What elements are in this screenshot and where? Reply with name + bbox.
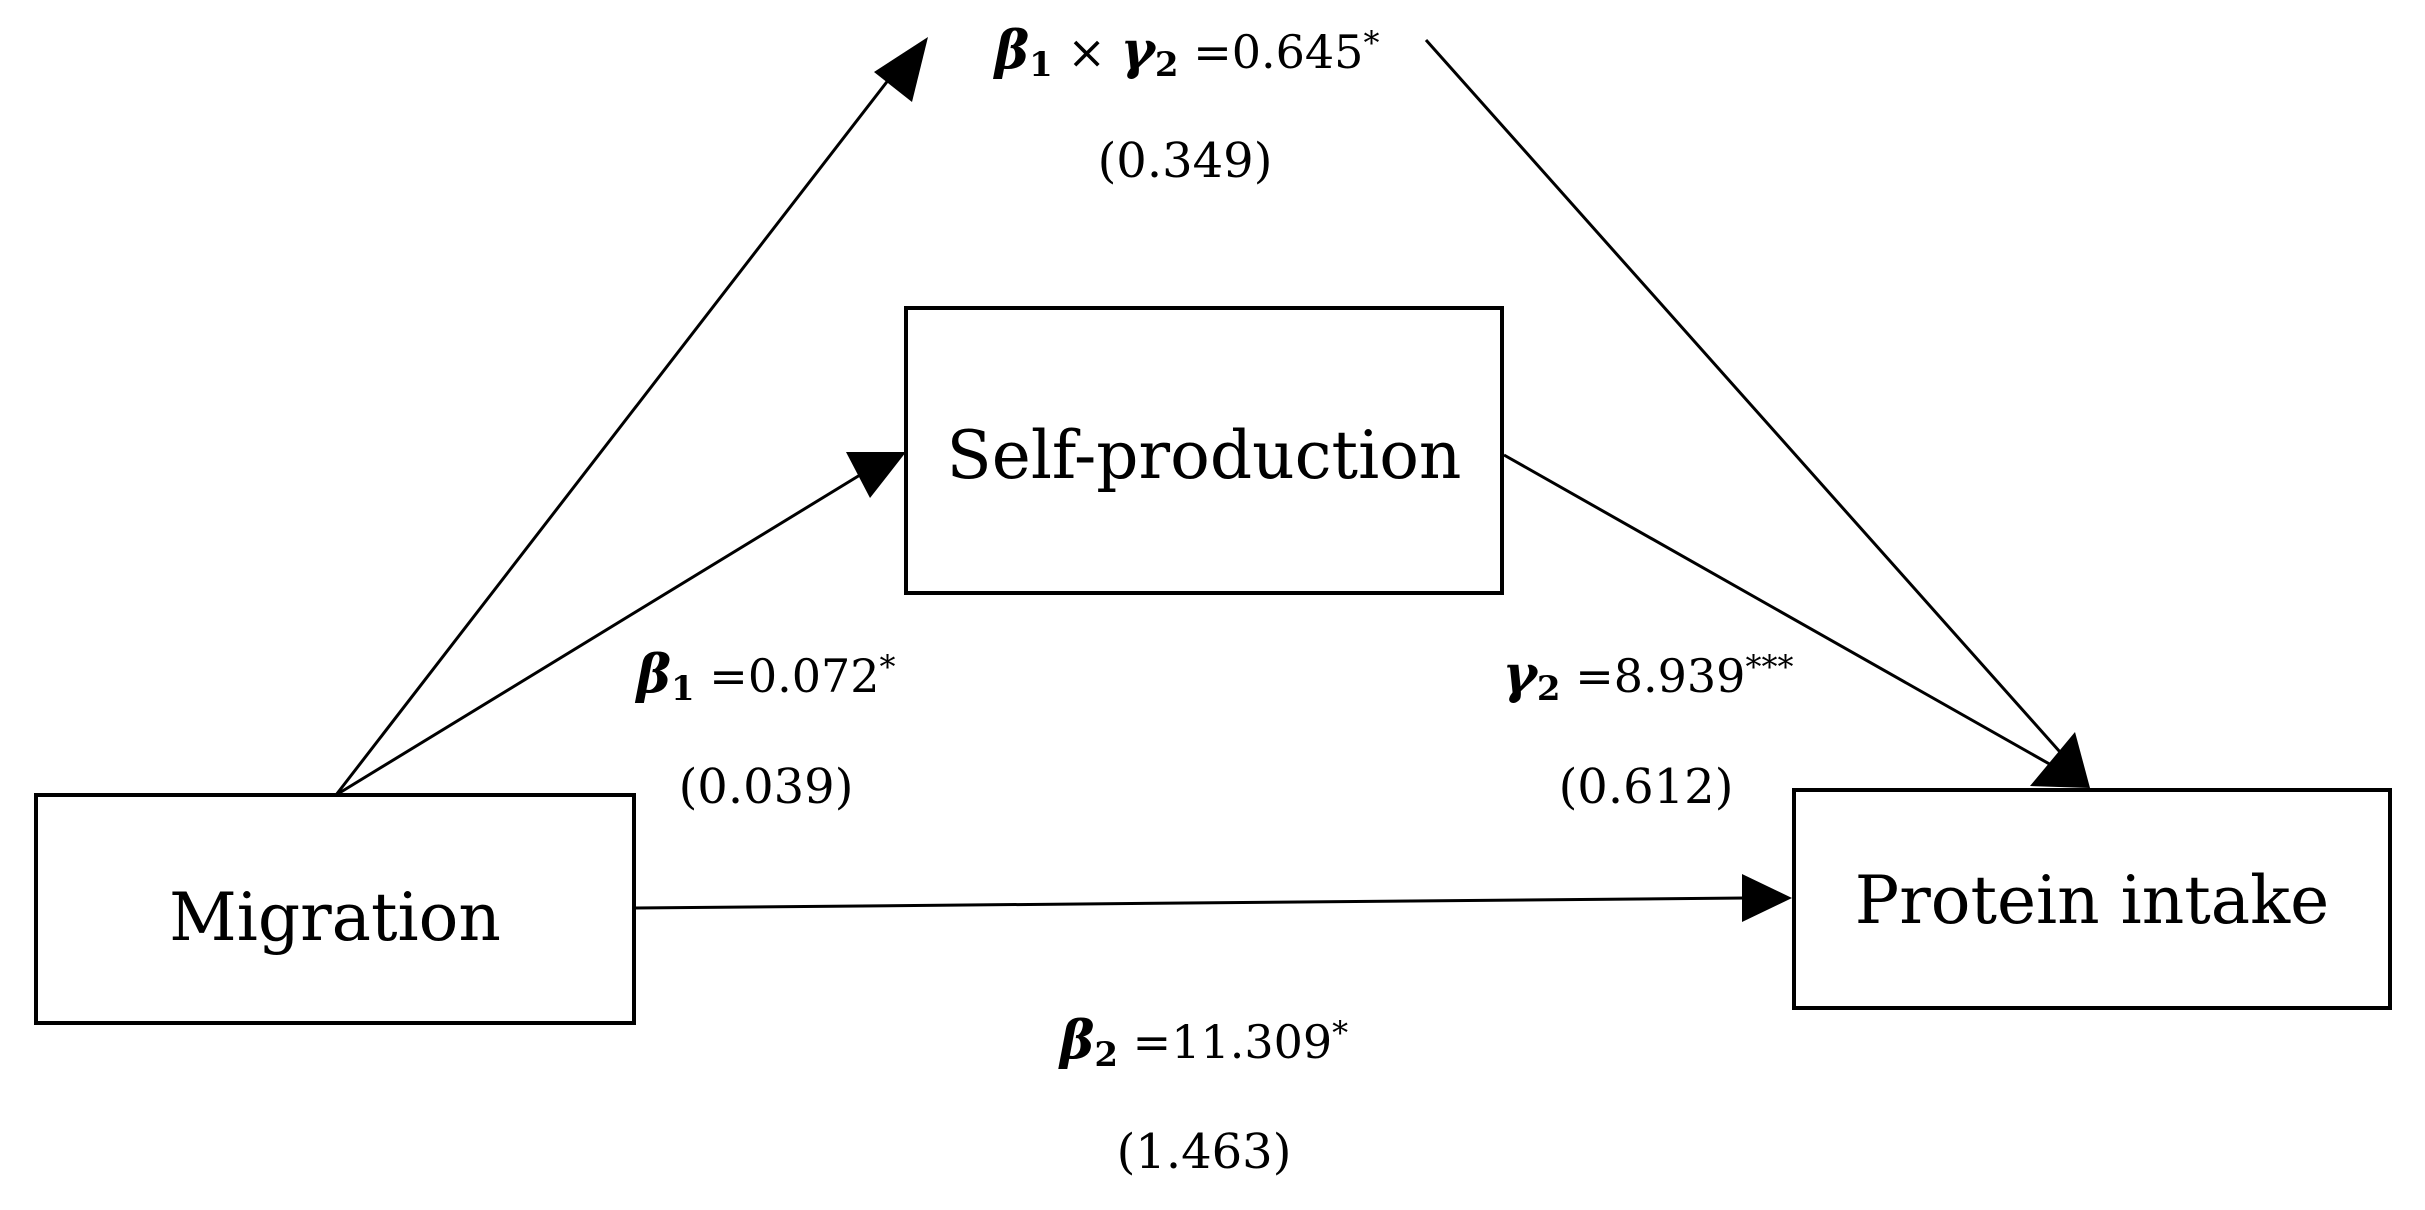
arrow-migration-to-mediator <box>335 473 861 797</box>
migration-label: Migration <box>169 879 501 956</box>
direct-effect: β2 =11.309* (1.463) <box>1058 1010 1348 1180</box>
indirect-effect: β1 × γ2 =0.645* (0.349) <box>993 20 1380 189</box>
arrow-indirect-label-to-outcome <box>1424 39 2062 753</box>
arrow-mediator-to-outcome <box>1503 453 2061 772</box>
arrowhead-mediator <box>846 452 906 498</box>
a-path-standard-error: (0.039) <box>679 759 854 815</box>
a-path-effect: β1 =0.072* (0.039) <box>634 644 895 815</box>
b-path-coefficient: γ2 =8.939*** <box>1503 644 1794 709</box>
a-path-coefficient: β1 =0.072* <box>634 644 895 709</box>
arrow-migration-to-outcome <box>633 896 1747 910</box>
migration-box <box>34 793 636 1025</box>
protein-intake-label: Protein intake <box>1855 862 2329 939</box>
arrow-migration-to-indirect-label <box>334 69 898 796</box>
self-production-label: Self-production <box>947 417 1462 494</box>
self-production-box <box>904 306 1504 595</box>
indirect-standard-error: (0.349) <box>1098 133 1273 189</box>
arrowhead-direct <box>1742 874 1792 922</box>
b-path-effect: γ2 =8.939*** (0.612) <box>1503 644 1794 815</box>
direct-standard-error: (1.463) <box>1117 1124 1292 1180</box>
node-migration: Migration <box>34 793 636 1025</box>
b-path-standard-error: (0.612) <box>1559 759 1734 815</box>
direct-coefficient: β2 =11.309* <box>1058 1010 1348 1075</box>
arrowhead-indirect-label <box>874 37 928 102</box>
node-outcome: Protein intake <box>1792 788 2392 1010</box>
node-mediator: Self-production <box>904 306 1504 595</box>
indirect-coefficient: β1 × γ2 =0.645* <box>993 20 1380 85</box>
arrowhead-outcome <box>2030 732 2090 788</box>
arrows <box>334 37 2090 922</box>
protein-intake-box <box>1792 788 2392 1010</box>
